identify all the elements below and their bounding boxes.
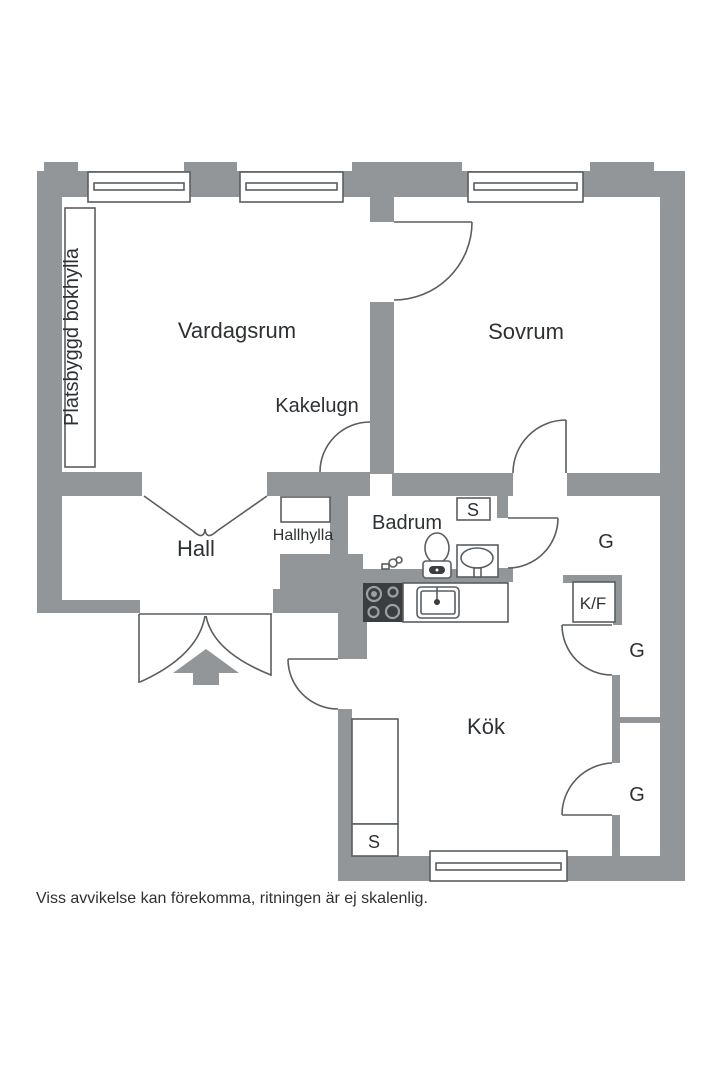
window	[429, 850, 568, 882]
room-label-hall: Hall	[177, 536, 215, 561]
bathroom-sink-icon	[456, 544, 499, 578]
room-label-kok: Kök	[467, 714, 506, 739]
door-swing-wardrobe-lower	[561, 762, 613, 816]
door-swing-wardrobe-upper	[561, 624, 613, 676]
room-label-sovrum: Sovrum	[488, 319, 564, 344]
kitchen-cabinet	[351, 718, 399, 825]
closet-box-badrum	[456, 497, 491, 521]
room-label-vardagsrum: Vardagsrum	[178, 318, 296, 343]
window	[467, 171, 584, 203]
kakelugn-icon	[319, 421, 371, 473]
entrance-door	[138, 613, 272, 685]
feature-label-fridge-freezer: K/F	[580, 594, 606, 613]
disclaimer-text: Viss avvikelse kan förekomma, ritningen …	[36, 890, 428, 907]
feature-label-closet-kok: S	[368, 832, 380, 852]
window	[87, 171, 191, 203]
closet-box-kok	[351, 823, 399, 857]
room-label-badrum: Badrum	[372, 512, 442, 534]
window	[239, 171, 344, 203]
hallhylla-icon	[280, 496, 331, 523]
tap-icon	[381, 556, 403, 570]
fridge-freezer-box	[572, 581, 616, 623]
feature-label-wardrobe-1: G	[598, 531, 614, 553]
door-swing-kok	[287, 658, 339, 710]
stove-icon	[363, 583, 403, 622]
kitchen-sink-icon	[416, 586, 460, 619]
door-swing-badrum	[507, 517, 559, 569]
door-swing-sovrum-from-vardagsrum	[393, 221, 473, 301]
feature-label-kakelugn: Kakelugn	[275, 395, 358, 417]
double-door-vardagsrum-hall	[143, 495, 268, 537]
feature-label-wardrobe-2: G	[629, 640, 645, 662]
door-swing-sovrum-south	[512, 419, 567, 474]
toilet-icon	[422, 532, 452, 579]
feature-label-hallhylla: Hallhylla	[273, 527, 334, 544]
entrance-arrow-icon	[173, 649, 239, 685]
feature-label-wardrobe-3: G	[629, 784, 645, 806]
feature-label-bokhylla: Platsbyggd bokhylla	[61, 247, 83, 426]
feature-label-closet-badrum: S	[467, 500, 479, 520]
bookshelf-icon	[64, 207, 96, 468]
